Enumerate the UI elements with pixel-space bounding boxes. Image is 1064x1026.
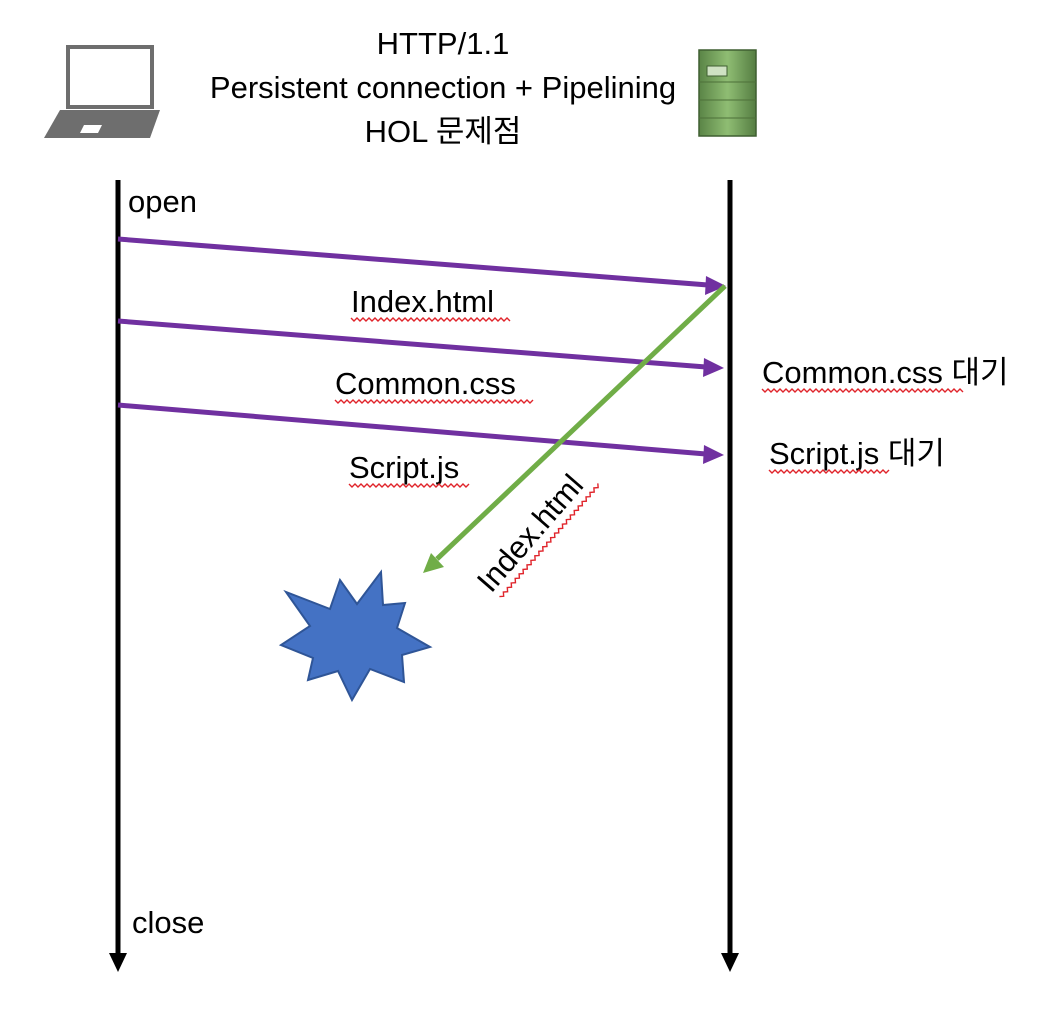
title-line-1: HTTP/1.1 bbox=[377, 26, 510, 61]
response-label-index: Index.html bbox=[470, 468, 590, 599]
server-icon bbox=[698, 49, 757, 137]
spellcheck-underline bbox=[334, 399, 534, 404]
spellcheck-underline bbox=[768, 469, 890, 474]
spellcheck-underline bbox=[761, 388, 964, 393]
request-label-index: Index.html bbox=[351, 284, 494, 319]
server-lifeline bbox=[721, 180, 739, 972]
request-label-css: Common.css bbox=[335, 366, 516, 401]
request-arrow-css bbox=[117, 318, 724, 377]
spellcheck-underline bbox=[348, 483, 470, 488]
title-line-3: HOL 문제점 bbox=[365, 114, 522, 149]
request-arrow-js bbox=[117, 402, 724, 464]
client-lifeline bbox=[109, 180, 127, 972]
request-label-js: Script.js bbox=[349, 450, 459, 485]
spellcheck-underline bbox=[350, 317, 511, 322]
server-note-css-wait: Common.css 대기 bbox=[762, 355, 1009, 390]
request-arrow-index bbox=[117, 236, 726, 295]
response-label-group: Index.html bbox=[470, 468, 599, 599]
response-arrow-index bbox=[423, 284, 727, 573]
explosion-icon bbox=[278, 569, 433, 703]
spellcheck-underline bbox=[499, 483, 599, 598]
title-line-2: Persistent connection + Pipelining bbox=[210, 70, 676, 105]
server-note-js-wait: Script.js 대기 bbox=[769, 436, 945, 471]
laptop-icon bbox=[44, 45, 160, 138]
open-label: open bbox=[128, 184, 197, 219]
close-label: close bbox=[132, 905, 204, 940]
